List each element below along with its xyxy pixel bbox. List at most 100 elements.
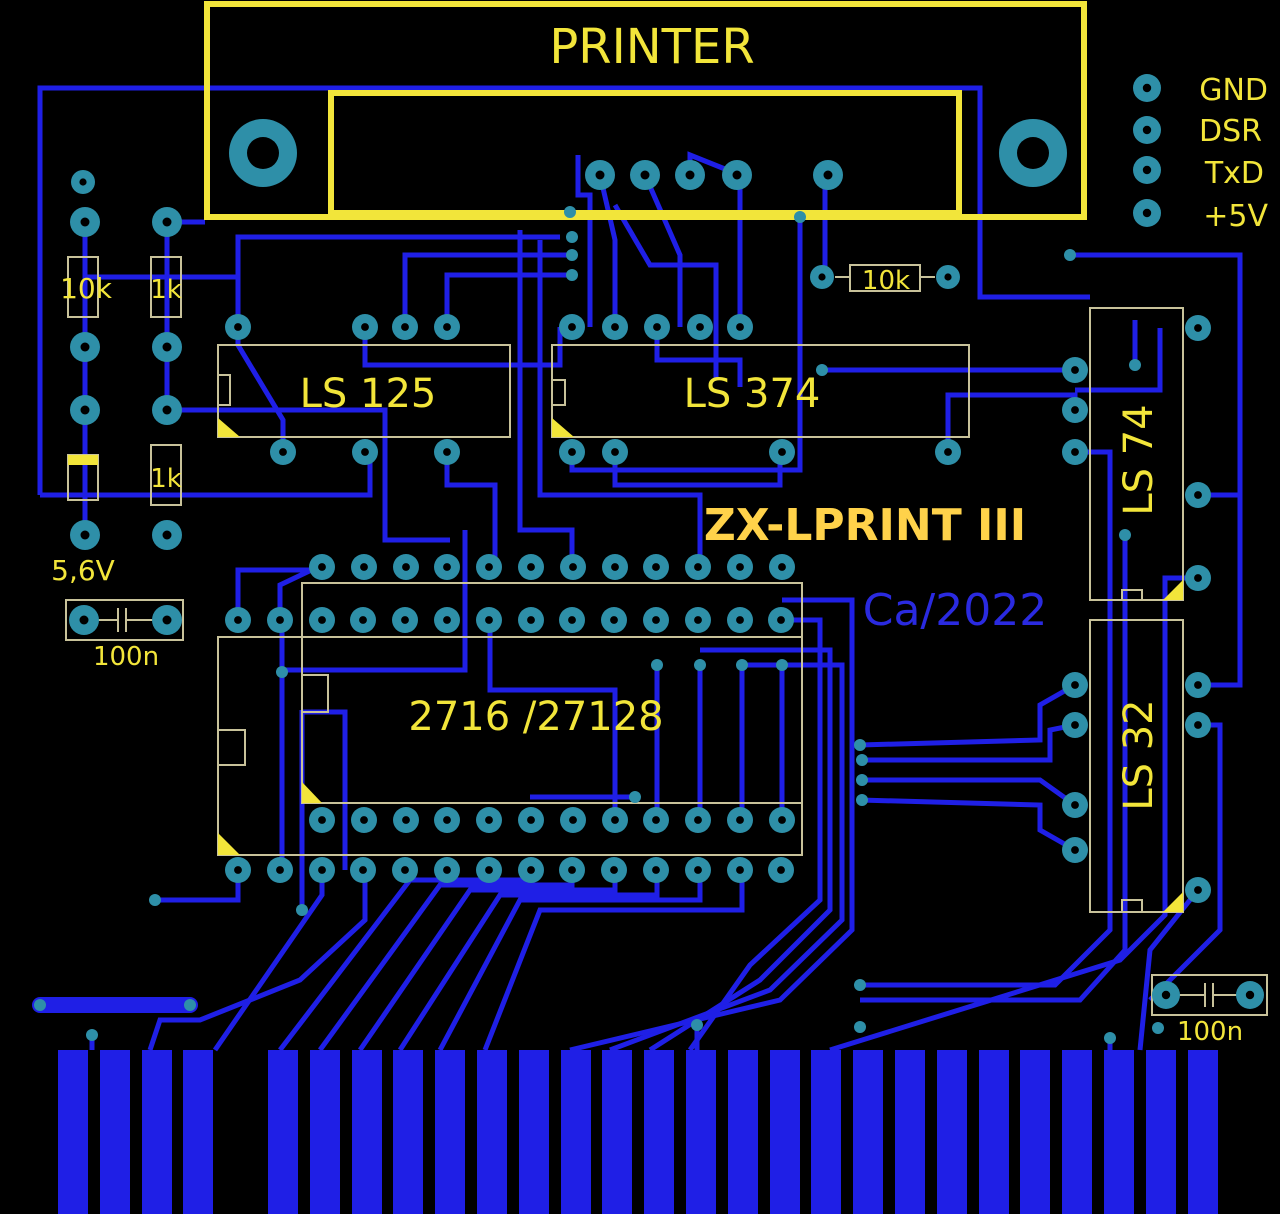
edge-finger-15 bbox=[728, 1050, 758, 1214]
eprom-row-a-8-drill bbox=[652, 563, 660, 571]
eprom-row-d-9-drill bbox=[610, 866, 618, 874]
via-11 bbox=[776, 659, 788, 671]
header-pad-3-drill bbox=[1142, 208, 1152, 218]
edge-finger-12 bbox=[602, 1050, 632, 1214]
ls125-outline bbox=[217, 344, 511, 438]
eprom-row-d-3-drill bbox=[359, 866, 367, 874]
ls374-top-pad-4-drill bbox=[736, 323, 744, 331]
via-4 bbox=[794, 211, 806, 223]
eprom-row-a-2-drill bbox=[402, 563, 410, 571]
eprom-row-b-6-drill bbox=[485, 616, 493, 624]
ls74-left-pad-b-0-drill bbox=[1071, 406, 1079, 414]
ls74-label: LS 74 bbox=[1116, 404, 1162, 515]
eprom-row-d-4-drill bbox=[401, 866, 409, 874]
via-3 bbox=[566, 269, 578, 281]
r4-pad-b-drill bbox=[944, 273, 952, 281]
board-title: ZX-LPRINT III bbox=[704, 500, 1026, 551]
ls374-bottom-pad-2-drill bbox=[778, 448, 786, 456]
edge-finger-26 bbox=[1188, 1050, 1218, 1214]
pad-left-2-drill bbox=[80, 405, 90, 415]
eprom-row-d-5-drill bbox=[443, 866, 451, 874]
eprom-row-b-11-drill bbox=[694, 616, 702, 624]
edge-finger-22 bbox=[1020, 1050, 1050, 1214]
ls32-label: LS 32 bbox=[1116, 699, 1162, 810]
printer-pad-0-drill bbox=[595, 170, 605, 180]
eprom-label: 2716 /27128 bbox=[408, 694, 663, 740]
printer-label: PRINTER bbox=[549, 19, 754, 75]
ls32-right-pad-2-drill bbox=[1194, 886, 1202, 894]
eprom-row-b-5-drill bbox=[443, 616, 451, 624]
header-pin-txd-label: TxD bbox=[1204, 156, 1264, 191]
edge-finger-7 bbox=[393, 1050, 423, 1214]
ls374-bottom-pad-3-drill bbox=[944, 448, 952, 456]
eprom-row-b-3-drill bbox=[359, 616, 367, 624]
eprom-row-d-11-drill bbox=[694, 866, 702, 874]
via-26 bbox=[34, 999, 46, 1011]
header-pin-dsr-label: DSR bbox=[1199, 114, 1262, 149]
edge-finger-4 bbox=[268, 1050, 298, 1214]
pads-layer bbox=[34, 74, 1264, 1044]
cap2-pad-a-drill bbox=[1161, 990, 1171, 1000]
pad-mid-1-drill bbox=[162, 342, 172, 352]
via-28 bbox=[1119, 529, 1131, 541]
resistor-r1-value: 10k bbox=[60, 272, 113, 305]
edge-finger-19 bbox=[895, 1050, 925, 1214]
eprom-row-d-2-drill bbox=[318, 866, 326, 874]
eprom-row-d-10-drill bbox=[652, 866, 660, 874]
eprom-row-b-4-drill bbox=[401, 616, 409, 624]
ls374-top-pad-0-drill bbox=[568, 323, 576, 331]
ls374-label: LS 374 bbox=[684, 371, 821, 417]
eprom-row-d-13-drill bbox=[777, 866, 785, 874]
via-13 bbox=[276, 666, 288, 678]
via-15 bbox=[296, 904, 308, 916]
eprom-row-d-1-drill bbox=[276, 866, 284, 874]
via-17 bbox=[856, 754, 868, 766]
edge-finger-23 bbox=[1062, 1050, 1092, 1214]
edge-finger-9 bbox=[477, 1050, 507, 1214]
header-pad-2-drill bbox=[1142, 165, 1152, 175]
printer-pad-2-drill bbox=[685, 170, 695, 180]
resistor-r2-value: 1k bbox=[150, 275, 182, 305]
ls125-label: LS 125 bbox=[300, 371, 437, 417]
eprom-row-a-5-drill bbox=[527, 563, 535, 571]
edge-finger-10 bbox=[519, 1050, 549, 1214]
via-8 bbox=[651, 659, 663, 671]
ls32-right-pad-0-drill bbox=[1194, 681, 1202, 689]
ls74-left-pad-a-0-drill bbox=[1071, 366, 1079, 374]
eprom-row-a-10-drill bbox=[736, 563, 744, 571]
eprom-row-b-9-drill bbox=[610, 616, 618, 624]
pad-left-0-drill bbox=[80, 217, 90, 227]
via-1 bbox=[566, 231, 578, 243]
ls74-left-pad-c-0-drill bbox=[1071, 448, 1079, 456]
ls32-left-pad-3-drill bbox=[1071, 846, 1079, 854]
eprom-row-a-11-drill bbox=[778, 563, 786, 571]
ls374-top-pad-2-drill bbox=[653, 323, 661, 331]
silkscreen-layer: PRINTER bbox=[51, 1, 1268, 1047]
via-25 bbox=[86, 1029, 98, 1041]
eprom-row-b-10-drill bbox=[652, 616, 660, 624]
edge-connector bbox=[58, 1050, 1218, 1214]
via-10 bbox=[736, 659, 748, 671]
eprom-row-b-13-drill bbox=[777, 616, 785, 624]
eprom-row-c-7-drill bbox=[611, 816, 619, 824]
ls32-left-pad-1-drill bbox=[1071, 721, 1079, 729]
eprom-row-a-4-drill bbox=[485, 563, 493, 571]
eprom-row-b-7-drill bbox=[527, 616, 535, 624]
edge-finger-16 bbox=[770, 1050, 800, 1214]
edge-finger-1 bbox=[100, 1050, 130, 1214]
via-20 bbox=[854, 979, 866, 991]
eprom-row-a-7-drill bbox=[611, 563, 619, 571]
edge-finger-8 bbox=[435, 1050, 465, 1214]
edge-finger-17 bbox=[811, 1050, 841, 1214]
printer-pad-3-drill bbox=[732, 170, 742, 180]
via-21 bbox=[854, 1021, 866, 1033]
eprom-row-c-2-drill bbox=[402, 816, 410, 824]
eprom-row-a-9-drill bbox=[694, 563, 702, 571]
eprom-row-c-1-drill bbox=[360, 816, 368, 824]
pad-mid-0-drill bbox=[162, 217, 172, 227]
r4-pad-a-drill bbox=[818, 273, 826, 281]
eprom-row-c-0-drill bbox=[318, 816, 326, 824]
edge-finger-2 bbox=[142, 1050, 172, 1214]
pad-mid-3-drill bbox=[162, 530, 172, 540]
